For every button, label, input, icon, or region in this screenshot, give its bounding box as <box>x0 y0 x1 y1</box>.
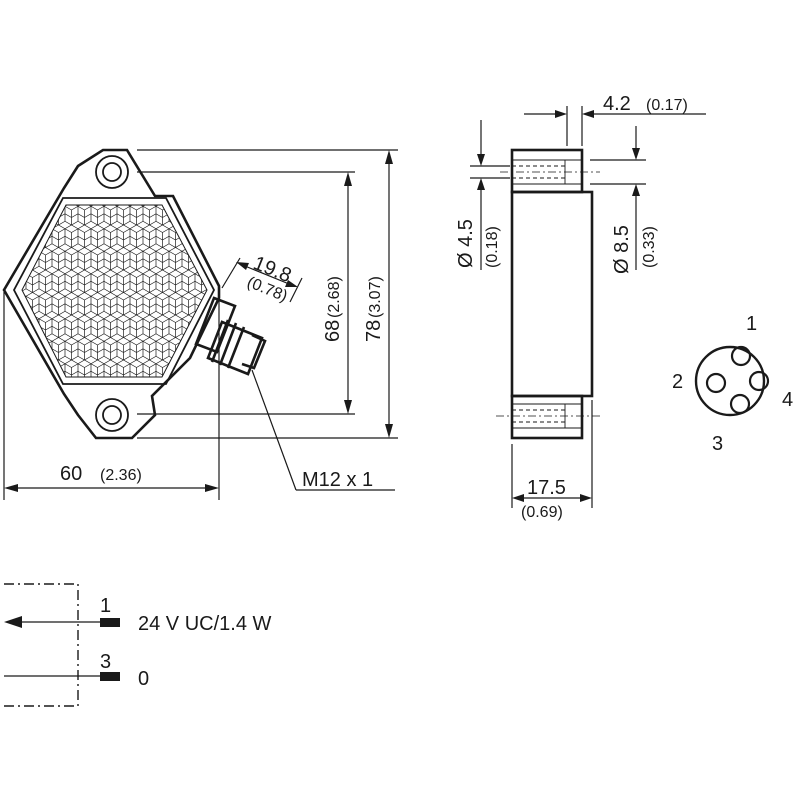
pin-2-label: 2 <box>672 371 683 393</box>
bottom-mount-hole-outer <box>95 398 129 432</box>
pin-3 <box>729 393 751 415</box>
hole-spacing-mm-label: 68 <box>322 320 344 342</box>
hole-spacing-in-label: (2.68) <box>326 276 343 318</box>
m12-connector <box>194 296 267 376</box>
top-mount-hole-inner <box>102 162 122 182</box>
terminal-3-label: 0 <box>138 668 149 690</box>
input-arrow-icon <box>4 616 22 628</box>
wiring-diagram: 1 24 V UC/1.4 W 3 0 <box>4 583 272 707</box>
flange-in-label: (0.17) <box>646 97 688 114</box>
depth-mm-label: 17.5 <box>527 477 566 499</box>
top-mount-hole-outer <box>95 155 129 189</box>
housing-outline <box>2 148 221 440</box>
height-mm-label: 78 <box>363 320 385 342</box>
terminal-1-pin: 1 <box>100 595 111 617</box>
connector-pinout: 1 2 3 4 <box>672 313 793 455</box>
flange-mm-label: 4.2 <box>603 93 631 115</box>
thread-label: M12 x 1 <box>302 469 373 491</box>
hole-dia-mm-label: Ø 4.5 <box>455 219 477 268</box>
side-view-labels: 4.2 (0.17) Ø 4.5 (0.18) Ø 8.5 (0.33) 17.… <box>455 93 688 521</box>
terminal-3 <box>100 672 120 681</box>
depth-in-label: (0.69) <box>521 504 563 521</box>
pin-4 <box>748 370 770 392</box>
side-view-dimensions <box>470 106 706 508</box>
reflector-surface <box>21 204 208 378</box>
top-flange <box>510 148 584 194</box>
terminal-1-label: 24 V UC/1.4 W <box>138 613 272 635</box>
side-body <box>510 190 594 398</box>
width-in-label: (2.36) <box>100 467 142 484</box>
counterbore-in-label: (0.33) <box>641 226 658 268</box>
pin-4-label: 4 <box>782 389 793 411</box>
pin-3-label: 3 <box>712 433 723 455</box>
pin-1-label: 1 <box>746 313 757 335</box>
terminal-1 <box>100 618 120 627</box>
bottom-mount-hole-inner <box>102 405 122 425</box>
width-mm-label: 60 <box>60 463 82 485</box>
bottom-flange <box>510 394 584 440</box>
front-view <box>2 148 267 440</box>
counterbore-mm-label: Ø 8.5 <box>611 225 633 274</box>
hole-dia-in-label: (0.18) <box>484 226 501 268</box>
front-view-labels: 60 (2.36) 68 (2.68) 78 (3.07) 19.8 (0.78… <box>60 252 385 491</box>
pin-2 <box>705 372 727 394</box>
device-boundary <box>4 583 79 707</box>
pin-1 <box>730 345 752 367</box>
reflector-border <box>12 197 216 385</box>
front-view-dimensions <box>3 149 398 500</box>
height-in-label: (3.07) <box>367 276 384 318</box>
side-view <box>496 148 600 440</box>
connector-face <box>694 345 766 417</box>
terminal-3-pin: 3 <box>100 651 111 673</box>
